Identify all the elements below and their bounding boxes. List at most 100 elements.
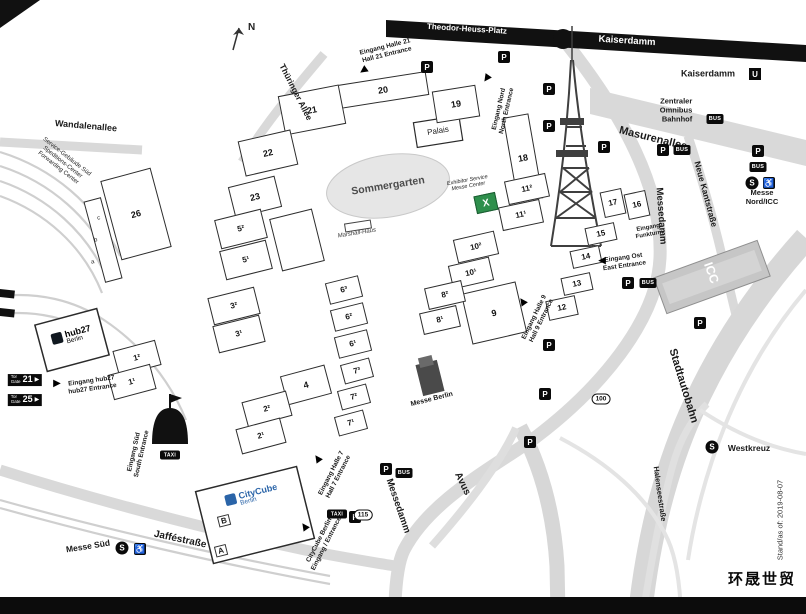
hall-21: 21 <box>277 84 347 136</box>
hall-6-1: 6¹ <box>333 329 373 359</box>
station-westkreuz: Westkreuz <box>728 443 770 453</box>
hall-5-1-label: 5¹ <box>241 254 251 265</box>
street-neue-kantstrasse-line-0: Neue Kantstraße <box>692 160 720 228</box>
hall-9: 9 <box>460 281 528 345</box>
parking-icc-icon: P <box>694 317 706 329</box>
zob-label-line-2: Bahnhof <box>661 114 693 124</box>
streets <box>0 39 741 603</box>
hall-22: 22 <box>237 129 299 177</box>
hall-7-2: 7² <box>336 383 372 411</box>
street-avus-line-0: Avus <box>452 470 473 498</box>
street-jaffestrasse-line-0: Jafféstraße <box>152 528 208 551</box>
station-kaiserdamm-line-0: Kaiserdamm <box>680 68 736 79</box>
hall-mid <box>269 208 325 272</box>
hall-18-label: 18 <box>517 151 529 164</box>
street-wandalenallee-line-0: Wandalenallee <box>54 118 118 134</box>
hall-7-2-label: 7² <box>349 391 359 402</box>
hall-10-1-label: 10¹ <box>464 266 478 279</box>
marshall-haus-label: Marshall-Haus <box>337 227 376 240</box>
station-messe-nord-icc-line-0: Messe <box>750 188 774 198</box>
hall-6-3: 6³ <box>324 275 364 305</box>
marshall-haus-label-line-0: Marshall-Haus <box>337 227 377 240</box>
hall-2-2-label: 2² <box>262 403 272 414</box>
hall-9-label: 9 <box>490 307 498 318</box>
hall-8-1-label: 8¹ <box>435 314 445 325</box>
hall-2-1-label: 2¹ <box>256 430 266 441</box>
parking-north-2-icon: P <box>498 51 510 63</box>
funkturm-deck <box>560 118 584 125</box>
messe-berlin-label: Messe Berlin <box>410 391 454 409</box>
hall-13-label: 13 <box>571 278 583 289</box>
hub27-logo-icon <box>50 331 64 346</box>
gate-road-stubs <box>0 289 15 318</box>
booth-marker-glyph: X <box>481 196 491 210</box>
icc-label: ICC <box>700 260 722 285</box>
zob-label-line-1: Omnibus <box>659 105 693 115</box>
hall-2-1: 2¹ <box>235 417 287 455</box>
hall-14-label: 14 <box>580 251 592 262</box>
hall-7-3-label: 7³ <box>352 365 362 376</box>
accessibility-messe-nord-icon: ♿ <box>763 177 775 189</box>
hall-11-1-label: 11¹ <box>514 208 528 221</box>
hall-4-label: 4 <box>302 379 310 390</box>
citycube-building <box>194 465 316 565</box>
station-messe-sued: Messe Süd <box>65 538 110 555</box>
parking-messedamm-icon: P <box>380 463 392 475</box>
sbahn-westkreuz-icon: S <box>705 440 719 454</box>
parking-zob-icon: P <box>657 144 669 156</box>
taxi-citycube-icon: TAXI <box>327 509 347 519</box>
bus-zob-stands-icon: BUS <box>673 145 691 155</box>
messe-berlin-label-line-0: Messe Berlin <box>410 390 454 409</box>
arrow-north-entrance: ▶ <box>479 71 494 85</box>
gate-21-de: Tor <box>10 374 18 380</box>
hall-7-1: 7¹ <box>333 409 369 437</box>
road-badge-115: 115 <box>353 509 373 521</box>
bottom-bar <box>0 597 806 614</box>
parking-north-3-icon: P <box>543 83 555 95</box>
arrow-hub27-entrance: ▶ <box>53 378 61 389</box>
hall25-letter-a-line-0: a <box>90 259 96 266</box>
bus-zob-icon: BUS <box>706 114 724 124</box>
funkturm-restaurant <box>556 150 588 157</box>
map-edge-road <box>0 0 40 28</box>
street-messedamm-south: Messedamm <box>383 477 413 535</box>
parking-halls-16-17-icon: P <box>598 141 610 153</box>
street-halenseestrasse-line-0: Halenseestraße <box>651 465 669 522</box>
palais-label: Palais <box>426 125 449 138</box>
arrow-hall7-entrance: ▶ <box>310 451 325 465</box>
street-theodor-heuss-platz-line-0: Theodor-Heuss-Platz <box>426 21 508 36</box>
hall-17: 17 <box>599 187 627 219</box>
street-avus: Avus <box>451 471 472 498</box>
parking-north-1-icon: P <box>421 61 433 73</box>
hall-26-label: 26 <box>129 207 142 220</box>
hall-3-1-label: 3¹ <box>234 328 244 339</box>
icc-building <box>653 239 771 315</box>
street-kaiserdamm-band: Kaiserdamm <box>598 34 656 49</box>
station-westkreuz-line-0: Westkreuz <box>727 442 771 453</box>
hall-5-2-label: 5² <box>236 223 246 234</box>
sommergarten-label: Sommergarten <box>350 174 425 198</box>
citycube-hall-b: B <box>216 514 232 528</box>
messe-berlin-building <box>415 354 445 397</box>
gate-21-number: 21 <box>22 374 33 385</box>
street-halenseestrasse: Halenseestraße <box>651 465 669 522</box>
gate-25-number: 25 <box>22 394 33 405</box>
sbahn-messe-sued-icon: S <box>115 541 129 555</box>
compass-n-label: N <box>248 22 256 33</box>
gate-25-en: Gate <box>10 399 21 404</box>
hall-6-2: 6² <box>329 302 369 332</box>
street-stadtautobahn-line-0: Stadtautobahn <box>666 347 701 425</box>
taxi-south-entrance-icon: TAXI <box>160 450 180 460</box>
zob-label-line-0: Zentraler <box>660 96 693 106</box>
